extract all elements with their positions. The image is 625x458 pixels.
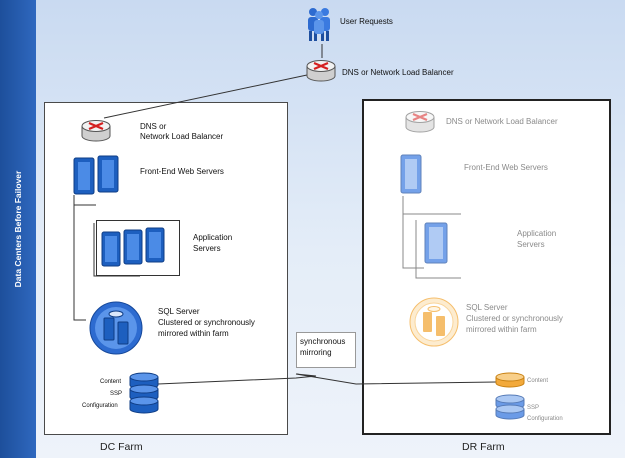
- dr-db-content: Content: [527, 378, 549, 384]
- dr-sql-line3: mirrored within farm: [466, 325, 537, 334]
- database-icon: [495, 394, 525, 420]
- dc-web-servers-label: Front-End Web Servers: [140, 167, 224, 176]
- dr-sql-line2: Clustered or synchronously: [466, 314, 563, 323]
- database-icon: [129, 372, 159, 414]
- dc-dns-line2: Network Load Balancer: [140, 132, 224, 141]
- dc-db-content: Content: [100, 379, 122, 385]
- dr-db-ssp: SSP: [527, 405, 540, 411]
- dc-app-line1: Application: [193, 233, 233, 242]
- dr-app-line2: Servers: [517, 240, 545, 249]
- dc-farm-label: DC Farm: [100, 441, 143, 453]
- dc-db-config: Configuration: [82, 403, 118, 409]
- router-icon: [81, 120, 111, 142]
- users-icon: [308, 8, 330, 41]
- dr-sql-line1: SQL Server: [466, 303, 508, 312]
- sidebar: Data Centers Before Failover: [0, 0, 36, 458]
- dc-dns-line1: DNS or: [140, 122, 167, 131]
- sql-server-icon: [89, 301, 143, 355]
- dr-dns-label: DNS or Network Load Balancer: [446, 117, 558, 126]
- server-icon: [73, 155, 119, 195]
- server-icon: [400, 154, 422, 194]
- top-dns-label: DNS or Network Load Balancer: [342, 68, 454, 77]
- sql-server-icon: [409, 297, 459, 347]
- dc-sql-line2: Clustered or synchronously: [158, 318, 255, 327]
- database-icon: [495, 372, 525, 388]
- user-requests-label: User Requests: [340, 17, 393, 26]
- dr-farm-label: DR Farm: [462, 441, 505, 453]
- server-icon: [96, 220, 180, 276]
- dr-web-servers-label: Front-End Web Servers: [464, 163, 548, 172]
- sync-line2: mirroring: [300, 348, 332, 357]
- dc-sql-line1: SQL Server: [158, 307, 200, 316]
- dr-farm-box: [362, 99, 611, 435]
- router-icon: [405, 111, 435, 133]
- dr-db-config: Configuration: [527, 416, 563, 422]
- sync-mirroring-text: synchronous mirroring: [300, 336, 345, 358]
- router-icon: [306, 60, 336, 82]
- server-icon: [424, 222, 448, 264]
- dc-app-line2: Servers: [193, 244, 221, 253]
- dc-db-ssp: SSP: [110, 391, 123, 397]
- sync-mirroring-box: synchronous mirroring: [296, 332, 356, 368]
- sync-line1: synchronous: [300, 337, 346, 346]
- dc-sql-line3: mirrored within farm: [158, 329, 229, 338]
- dr-app-line1: Application: [517, 229, 557, 238]
